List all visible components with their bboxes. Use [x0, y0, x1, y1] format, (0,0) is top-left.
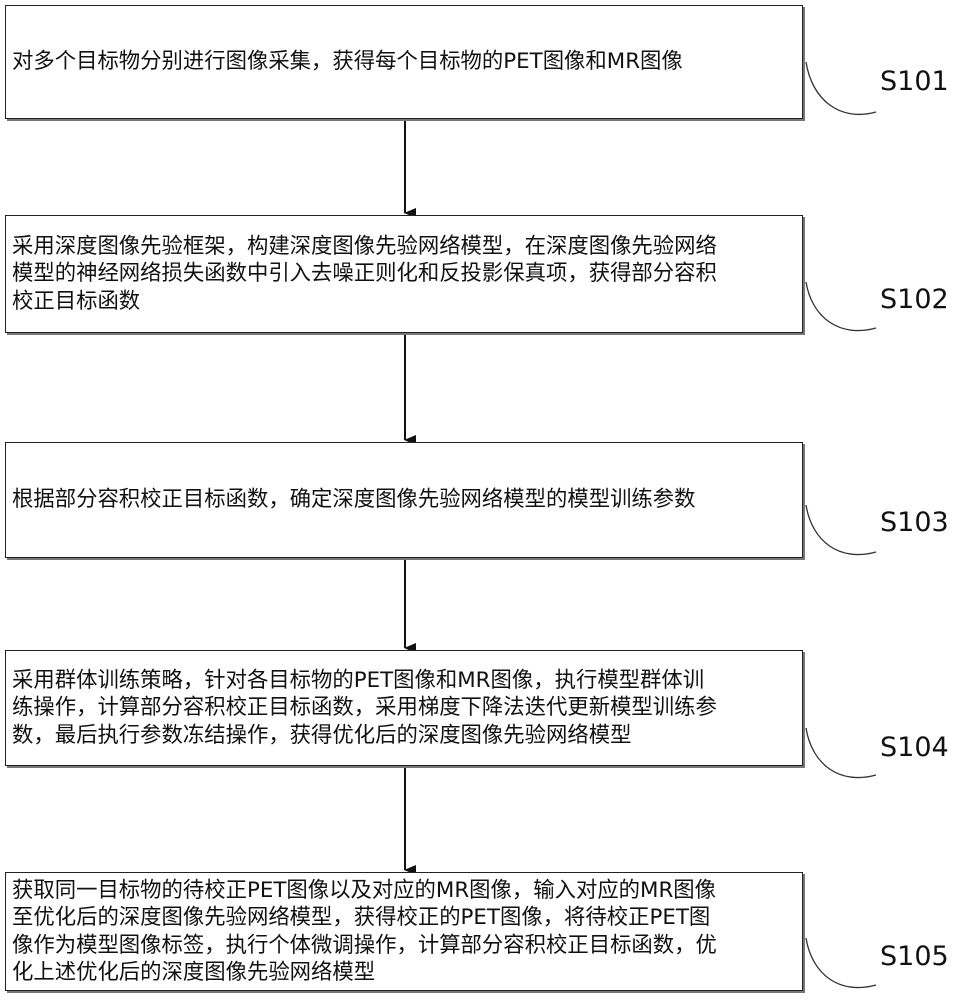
leader-curve-s102 [805, 281, 877, 332]
step-text: 模型的神经网络损失函数中引入去噪正则化和反投影保真项，获得部分容积 [12, 261, 717, 287]
step-text: 对多个目标物分别进行图像采集，获得每个目标物的PET图像和MR图像 [12, 49, 683, 75]
step-text: 练操作，计算部分容积校正目标函数，采用梯度下降法迭代更新模型训练参 [12, 695, 717, 721]
step-text: 像作为模型图像标签，执行个体微调操作，计算部分容积校正目标函数，优 [12, 932, 717, 958]
step-text: 数，最后执行参数冻结操作，获得优化后的深度图像先验网络模型 [12, 722, 632, 748]
leader-curve-s103 [805, 504, 877, 556]
step-text: 采用群体训练策略，针对各目标物的PET图像和MR图像，执行模型群体训 [12, 667, 705, 693]
leader-curve-s105 [805, 937, 877, 989]
step-label-s101: S101 [880, 66, 949, 97]
step-text: 校正目标函数 [12, 288, 141, 314]
step-box-s105: 获取同一目标物的待校正PET图像以及对应的MR图像，输入对应的MR图像 至优化后… [5, 872, 803, 991]
step-text: 化上述优化后的深度图像先验网络模型 [12, 960, 376, 985]
step-box-s102: 采用深度图像先验框架，构建深度图像先验网络模型，在深度图像先验网络 模型的神经网… [5, 215, 803, 333]
step-text: 采用深度图像先验框架，构建深度图像先验网络模型，在深度图像先验网络 [12, 233, 717, 259]
step-box-s104: 采用群体训练策略，针对各目标物的PET图像和MR图像，执行模型群体训 练操作，计… [5, 650, 803, 766]
step-label-s103: S103 [880, 507, 949, 538]
leader-curve-s104 [805, 727, 877, 779]
leader-curve-s101 [805, 61, 877, 116]
step-box-s103: 根据部分容积校正目标函数，确定深度图像先验网络模型的模型训练参数 [5, 442, 803, 558]
step-label-s104: S104 [880, 732, 949, 763]
step-text: 获取同一目标物的待校正PET图像以及对应的MR图像，输入对应的MR图像 [12, 877, 717, 903]
step-text: 至优化后的深度图像先验网络模型，获得校正的PET图像，将待校正PET图 [12, 905, 711, 930]
step-text: 根据部分容积校正目标函数，确定深度图像先验网络模型的模型训练参数 [12, 487, 696, 513]
step-label-s102: S102 [880, 284, 949, 315]
step-box-s101: 对多个目标物分别进行图像采集，获得每个目标物的PET图像和MR图像 [5, 5, 803, 119]
step-label-s105: S105 [880, 941, 949, 972]
